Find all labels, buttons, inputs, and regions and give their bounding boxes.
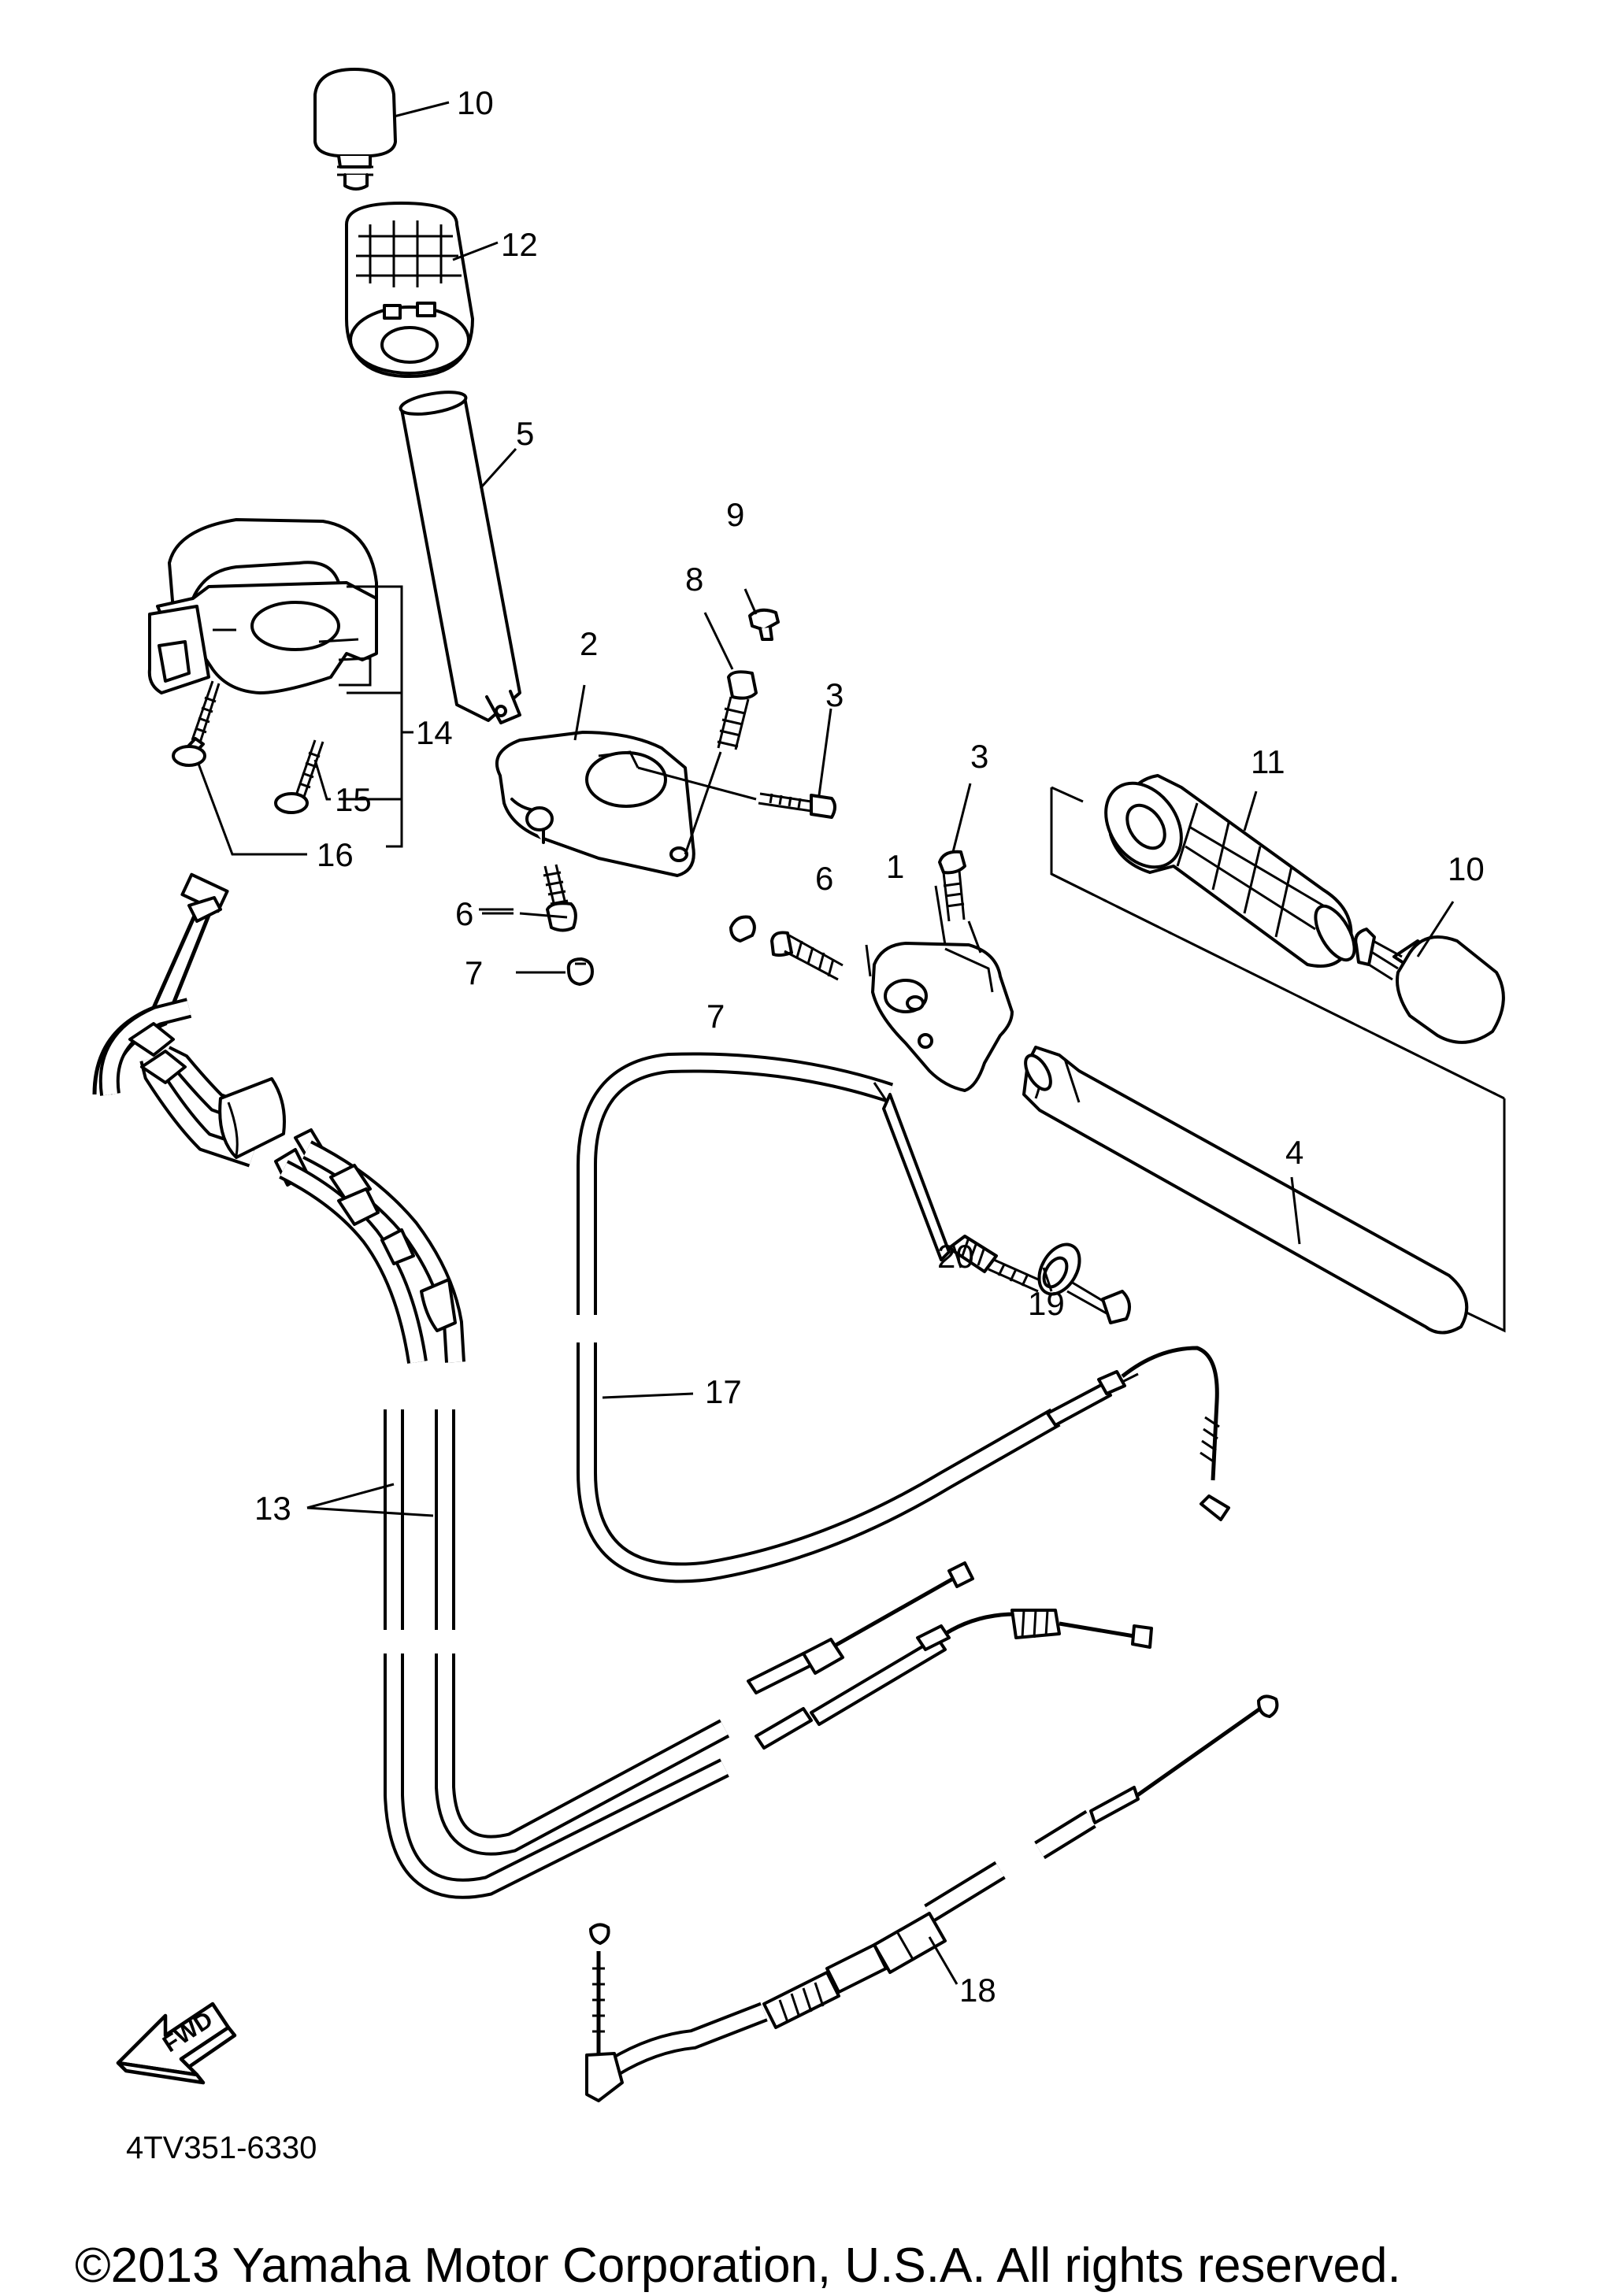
throttle-cables xyxy=(92,872,1153,1899)
clip-7-left xyxy=(566,957,594,986)
lower-cable xyxy=(585,1694,1279,2102)
callout-6-left: 6 xyxy=(455,895,473,932)
callout-11: 11 xyxy=(1251,743,1285,780)
screw-8 xyxy=(717,670,758,750)
callout-13: 13 xyxy=(254,1490,291,1527)
right-grip xyxy=(1104,774,1356,968)
callout-4: 4 xyxy=(1285,1134,1303,1171)
callout-3-left: 3 xyxy=(825,676,844,713)
callout-1: 1 xyxy=(886,848,904,885)
screw-6-right xyxy=(770,931,844,981)
callout-16: 16 xyxy=(317,836,354,873)
callout-5: 5 xyxy=(516,415,534,452)
screw-6-left xyxy=(543,864,577,932)
copyright-notice: ©2013 Yamaha Motor Corporation, U.S.A. A… xyxy=(75,2239,1401,2293)
callout-10-top: 10 xyxy=(457,84,494,121)
throttle-grip xyxy=(345,202,474,378)
diagram-code: 4TV351-6330 xyxy=(126,2131,317,2165)
callout-15: 15 xyxy=(335,781,372,818)
callout-19: 19 xyxy=(1028,1285,1065,1322)
callout-17: 17 xyxy=(705,1373,742,1410)
screw-3-left xyxy=(758,792,836,819)
callout-8: 8 xyxy=(685,561,703,598)
bar-end-weight-top xyxy=(313,68,397,191)
callout-12: 12 xyxy=(501,226,538,263)
alignment-frame xyxy=(1050,786,1506,1333)
callout-20: 20 xyxy=(937,1238,974,1275)
callout-3-right: 3 xyxy=(970,738,988,775)
screw-3-right xyxy=(938,850,966,922)
callout-7-right: 7 xyxy=(706,998,725,1035)
handlebar xyxy=(1022,1046,1469,1335)
bar-end-weight-right xyxy=(1354,928,1505,1044)
clutch-cable xyxy=(577,1052,1230,1583)
throttle-housing xyxy=(147,518,378,694)
leader-lines xyxy=(197,101,1455,1985)
callout-18: 18 xyxy=(959,1972,996,2009)
callout-7-left: 7 xyxy=(465,954,483,991)
clip-7-right xyxy=(729,915,756,942)
callout-labels: 10 12 5 9 8 2 3 3 11 10 14 15 16 6 6 1 7… xyxy=(254,84,1485,2009)
clip-9 xyxy=(748,608,780,641)
callout-2: 2 xyxy=(580,625,598,662)
housing-screw-16 xyxy=(172,680,221,767)
holder-right xyxy=(871,942,1014,1092)
callout-10-right: 10 xyxy=(1448,850,1485,887)
callout-6-right: 6 xyxy=(815,860,833,897)
grip-holder xyxy=(495,731,695,877)
throttle-sleeve xyxy=(399,391,521,724)
fwd-direction-arrow: FWD xyxy=(116,2002,237,2085)
callout-9: 9 xyxy=(726,496,744,533)
callout-14: 14 xyxy=(416,714,453,751)
cable-adjuster-20 xyxy=(947,1235,1044,1293)
housing-screw-15 xyxy=(274,739,324,814)
